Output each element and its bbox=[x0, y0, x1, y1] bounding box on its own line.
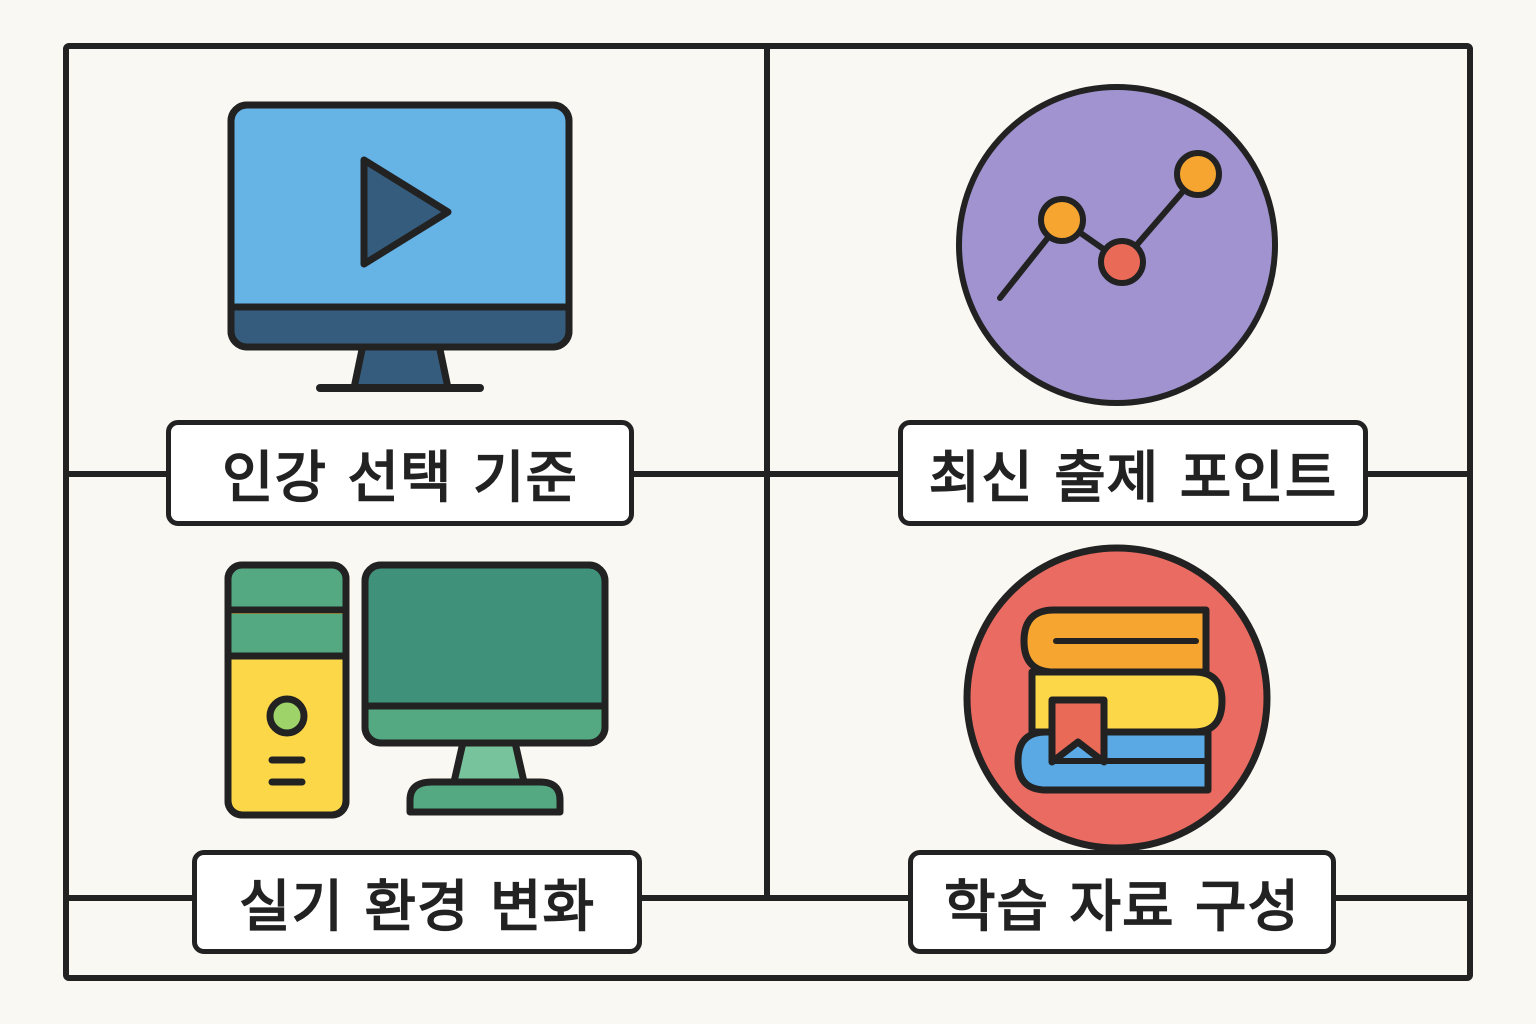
desktop-computer-icon bbox=[224, 561, 609, 819]
label-study-material-composition: 학습 자료 구성 bbox=[908, 850, 1336, 954]
book-stack-icon bbox=[963, 544, 1271, 852]
label-practical-environment-changes: 실기 환경 변화 bbox=[192, 850, 642, 954]
pc-monitor bbox=[361, 561, 609, 816]
label-lecture-selection-criteria: 인강 선택 기준 bbox=[166, 420, 634, 526]
trend-chart-icon bbox=[956, 84, 1278, 406]
label-latest-exam-points: 최신 출제 포인트 bbox=[898, 420, 1368, 526]
video-play-monitor-icon bbox=[227, 101, 573, 392]
pc-tower bbox=[224, 561, 350, 819]
